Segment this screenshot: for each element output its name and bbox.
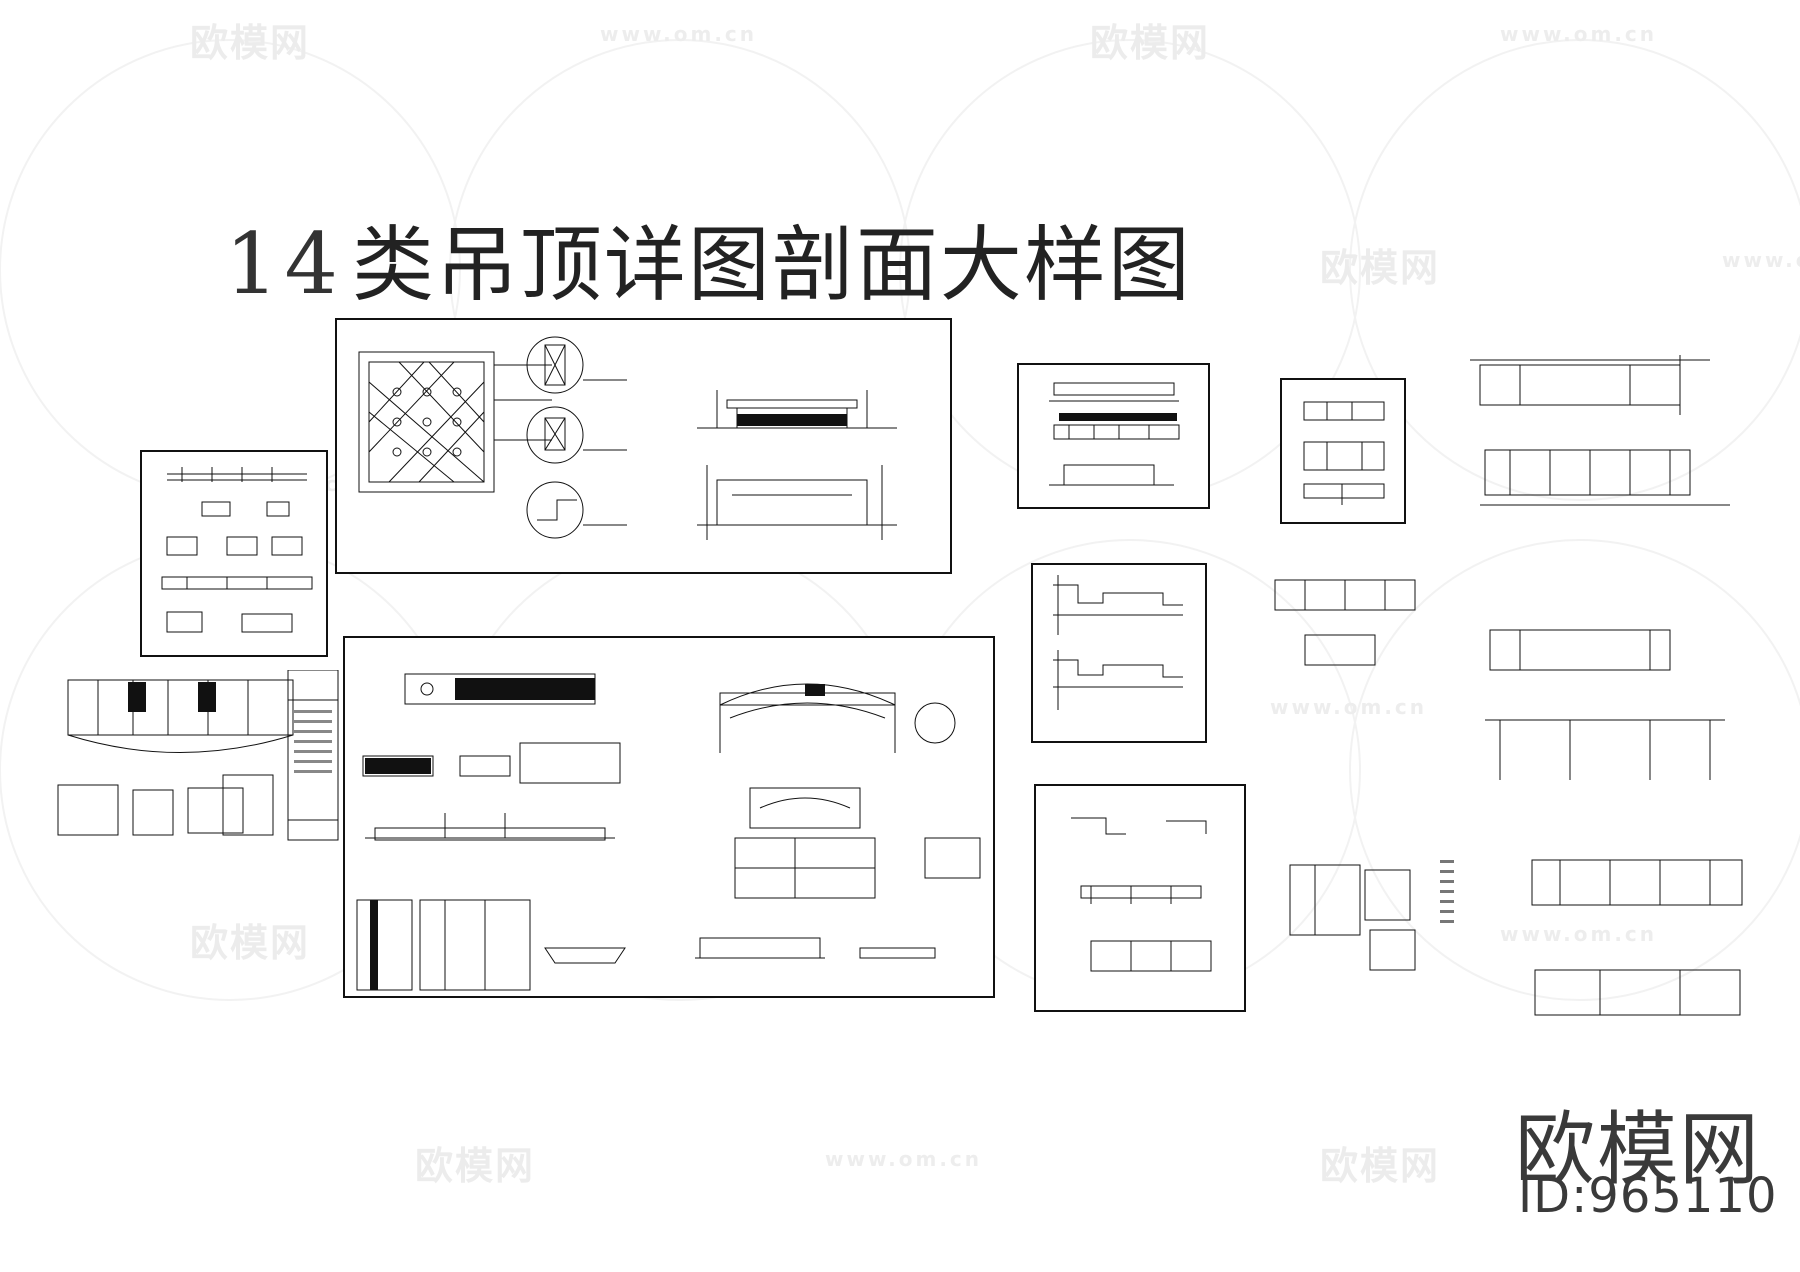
drawing-sheet: [1017, 363, 1210, 509]
title-number: 14: [225, 215, 344, 313]
id-value: 965110: [1588, 1168, 1778, 1224]
watermark-logo: 欧模网: [1090, 21, 1211, 65]
resource-id: ID:965110: [1518, 1168, 1778, 1224]
page-title: 14类吊顶详图剖面大样图: [225, 198, 1192, 317]
cad-drawing: [1049, 382, 1180, 486]
watermark-logo: 欧模网: [1320, 1144, 1441, 1188]
watermark-url: www.om.cn: [825, 1147, 983, 1171]
cad-drawing: [57, 670, 339, 841]
title-text: 类吊顶详图剖面大样图: [351, 218, 1192, 313]
drawing-sheet: [1034, 784, 1246, 1012]
brand-logo: 欧模网: [1515, 1103, 1761, 1196]
cad-drawing: [161, 467, 313, 633]
cad-drawing: [358, 336, 897, 540]
watermark-url: www.om.cn: [1722, 248, 1800, 272]
drawing-sheet: [48, 670, 348, 845]
drawing-sheet: [343, 636, 995, 998]
drawing-sheet: [1280, 378, 1406, 524]
cad-drawing: [356, 673, 981, 991]
id-label: ID:: [1518, 1168, 1589, 1224]
watermark-logo: 欧模网: [415, 1144, 536, 1188]
watermark-url: www.om.cn: [600, 22, 758, 46]
watermark-logo: 欧模网: [190, 921, 311, 965]
cad-drawing-group: [1274, 355, 1743, 1016]
watermark-url: www.om.cn: [1500, 22, 1658, 46]
cad-drawing: [1303, 401, 1385, 505]
drawing-sheet: [140, 450, 328, 657]
cad-drawing: [1071, 817, 1212, 972]
drawing-sheet: [1031, 563, 1207, 743]
drawing-sheet: [335, 318, 952, 574]
watermark-logo: 欧模网: [190, 21, 311, 65]
watermark-logo: 欧模网: [1320, 246, 1441, 290]
cad-drawing: [1053, 575, 1183, 710]
